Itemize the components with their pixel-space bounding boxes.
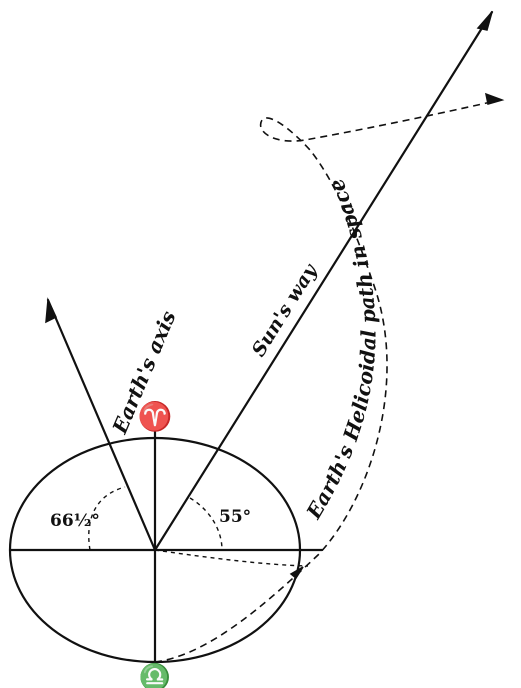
aries-symbol: ♈ — [138, 400, 173, 433]
helix-upper-arrowhead — [484, 92, 505, 105]
angle-sun-label: 55° — [219, 507, 251, 527]
helicoidal-path-label: Earth's Helicoidal path in space — [301, 175, 380, 523]
suns-way-label: Sun's way — [248, 259, 323, 361]
earth-axis-arrowhead — [45, 297, 57, 324]
helix-lower-arrowhead — [289, 566, 304, 580]
angle-axis-label: 66½° — [50, 511, 100, 531]
helicoidal-path-textpath: Earth's Helicoidal path in space — [301, 175, 380, 523]
angle-arc-sun — [189, 497, 223, 551]
center-dash-line — [154, 549, 309, 567]
angle-arc-axis — [88, 486, 126, 551]
helicoidal-path — [154, 99, 501, 663]
libra-symbol: ♎ — [139, 662, 171, 688]
earth-axis-line — [46, 298, 157, 552]
suns-way-line — [153, 10, 494, 552]
suns-way-arrowhead — [476, 11, 493, 31]
